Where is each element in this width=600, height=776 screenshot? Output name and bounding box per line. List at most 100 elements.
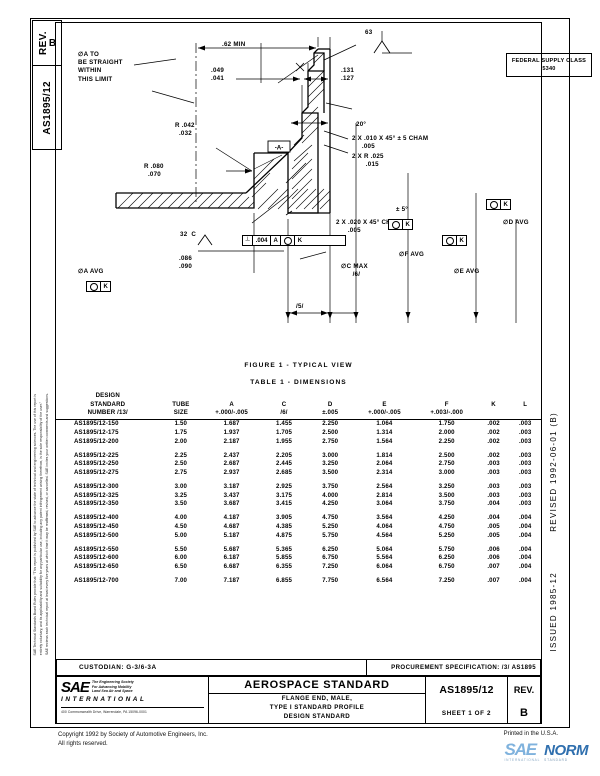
th-k-l1 — [478, 392, 510, 401]
cell-value: 3.905 — [276, 514, 293, 522]
chamfer-tol: ± 5° — [396, 206, 409, 213]
straight-limit-note: ∅A TO BE STRAIGHT WITHIN THIS LIMIT — [78, 51, 123, 83]
watermark-sub2: STANDARD — [544, 758, 568, 763]
dim-049-041: .049 .041 — [211, 67, 225, 83]
cell-value: .005 — [487, 531, 500, 539]
cell-value: .002 — [487, 451, 500, 459]
cell-value: 6.50 — [174, 562, 188, 570]
cell-value: .005 — [487, 522, 500, 530]
cell-design-standard-number: AS1895/12-225 — [74, 451, 119, 459]
dim-62-min: .62 MIN — [222, 41, 246, 48]
dia-d-avg: ∅D AVG — [503, 219, 529, 226]
cell-value: .004 — [518, 562, 532, 570]
sae-wordmark: SAE — [61, 679, 90, 696]
th-k-l3 — [477, 409, 510, 420]
cell-value: 7.187 — [223, 576, 240, 584]
aerospace-standard-title: AEROSPACE STANDARD — [209, 677, 425, 694]
federal-supply-class-box: FEDERAL SUPPLY CLASS 5340 — [506, 53, 592, 77]
procurement-spec-block: PROCUREMENT SPECIFICATION: /3/ AS1895 — [366, 659, 541, 676]
cell-value: 6.750 — [438, 562, 455, 570]
cell-value: .004 — [518, 576, 532, 584]
cell-value: 3.50 — [174, 500, 188, 508]
cell-value: 4.000 — [322, 491, 339, 499]
cell-value: 5.365 — [276, 545, 293, 553]
cell-value: 4.187 — [223, 514, 240, 522]
fcf-d-avg: K — [486, 199, 512, 210]
dim-131-127: .131 .127 — [341, 67, 355, 83]
cell-value: 3.175 — [276, 491, 293, 499]
cell-value: 4.687 — [223, 522, 240, 530]
cell-value: 7.250 — [438, 576, 455, 584]
cell-value: .003 — [487, 491, 500, 499]
cell-value: .004 — [518, 531, 532, 539]
cell-value: 1.687 — [223, 420, 240, 428]
rev-label: REV. — [37, 30, 49, 56]
cell-value: .004 — [518, 554, 532, 562]
th-a-l2: A — [229, 400, 234, 408]
dia-a-avg: ∅A AVG — [78, 268, 104, 275]
th-tube-l3: SIZE — [159, 409, 203, 420]
fcf-k-cell-4: K — [459, 237, 464, 244]
th-d-l3: ±.005 — [307, 409, 354, 420]
cell-value: 5.750 — [438, 545, 455, 553]
cell-design-standard-number: AS1895/12-175 — [74, 428, 119, 436]
cell-value: 3.064 — [376, 500, 393, 508]
cell-value: 1.564 — [376, 437, 393, 445]
fcf-circularity-icon-5 — [487, 200, 501, 209]
fcf-tolerance-value: .004 — [253, 236, 271, 245]
cell-value: 2.564 — [376, 482, 393, 490]
cell-value: .003 — [487, 468, 500, 476]
sae-logo: SAE The Engineering Society For Advancin… — [61, 680, 204, 695]
fcf-k-cell: K — [103, 283, 108, 290]
standard-rev-box: REV. B AS1895/12 — [32, 20, 62, 150]
cell-value: .004 — [487, 500, 500, 508]
fcf-f-avg: K — [388, 219, 414, 230]
th-l-l2: L — [523, 400, 528, 408]
fcf-circularity-icon — [87, 282, 101, 291]
rev-cell: REV. B — [33, 21, 61, 66]
cell-value: 3.000 — [438, 468, 455, 476]
cell-value: 5.855 — [276, 554, 293, 562]
sheet-number: SHEET 1 OF 2 — [441, 709, 492, 717]
cell-value: 3.687 — [223, 500, 240, 508]
title-subtitle-block: FLANGE END, MALE, TYPE I STANDARD PROFIL… — [209, 694, 425, 723]
fcf-k-cell-5: K — [503, 201, 508, 208]
angle-20-deg: 20° — [356, 121, 367, 128]
cell-value: .003 — [518, 491, 532, 499]
th-e-l1 — [353, 392, 415, 401]
cell-value: 6.250 — [438, 554, 455, 562]
doc-rev-label: REV. — [513, 685, 535, 695]
cell-value: 2.00 — [174, 437, 188, 445]
cell-value: 1.814 — [376, 451, 393, 459]
cell-value: .003 — [518, 420, 532, 428]
fcf-circularity-icon-2 — [281, 236, 296, 245]
cell-value: .004 — [518, 514, 532, 522]
cell-value: 3.500 — [438, 491, 455, 499]
cell-value: 3.415 — [276, 500, 293, 508]
cell-value: 1.064 — [376, 420, 393, 428]
fcf-perpendicular-icon: ┴ — [243, 236, 254, 245]
cell-value: 2.314 — [376, 468, 393, 476]
th-c-l1 — [261, 392, 307, 401]
cell-value: 4.750 — [438, 522, 455, 530]
cell-value: 2.750 — [438, 460, 455, 468]
cell-value: 4.564 — [376, 531, 393, 539]
fcf-primary-datum: A — [271, 236, 282, 245]
fcf-k-cell-2: K — [297, 237, 303, 244]
legal-line-3: SAE reviews each technical report at lea… — [45, 392, 49, 655]
dim-086-090: .086 .090 — [179, 255, 193, 271]
cell-value: 5.250 — [438, 531, 455, 539]
cell-value: 2.000 — [438, 428, 455, 436]
watermark-norm-group: NORM STANDARD — [544, 743, 588, 763]
dimensions-table-wrap: DESIGN STANDARD TUBE A C D E — [56, 392, 541, 585]
cell-value: .003 — [518, 428, 532, 436]
cell-value: 5.00 — [174, 531, 188, 539]
radius-080-070: R .080 .070 — [144, 163, 164, 179]
cell-value: 7.00 — [174, 576, 188, 584]
fsc-value: 5340 — [542, 66, 556, 73]
cell-value: 3.564 — [376, 514, 393, 522]
cell-value: 1.314 — [376, 428, 393, 436]
